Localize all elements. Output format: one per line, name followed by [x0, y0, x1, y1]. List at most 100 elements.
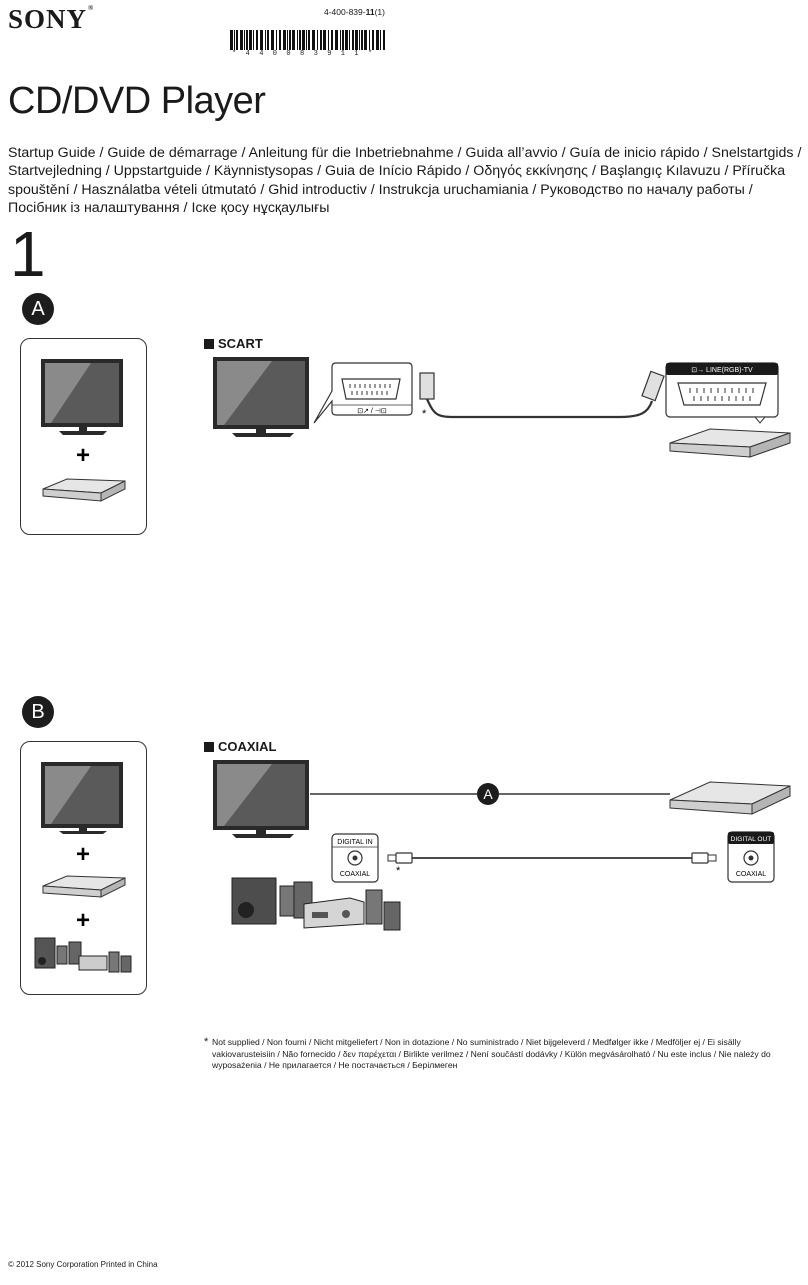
- barcode-bar: [369, 30, 370, 50]
- tv-icon: [41, 762, 123, 834]
- rca-plug-icon: [691, 852, 709, 864]
- barcode-bar: [230, 30, 233, 50]
- barcode: [230, 30, 385, 50]
- barcode-bar: [271, 30, 274, 50]
- dvd-player-icon: [669, 781, 791, 815]
- part-number-suffix: (1): [374, 7, 385, 17]
- brand-text: SONY: [8, 4, 88, 34]
- scart-socket-icon: [677, 382, 767, 406]
- barcode-text: * 4 4 0 0 8 3 9 1 1 *: [232, 50, 375, 58]
- sony-logo: SONY®: [8, 4, 94, 35]
- barcode-bar: [352, 30, 354, 50]
- barcode-bar: [328, 30, 329, 50]
- barcode-bar: [246, 30, 248, 50]
- coaxial-cable: *: [387, 852, 717, 877]
- registered-mark: ®: [88, 4, 95, 12]
- scart-connection-diagram: ⊡↗ / ⊣⊡ * ⊡→ LINE(RGB)-TV: [213, 357, 791, 458]
- barcode-bar: [372, 30, 374, 50]
- section-a-heading: SCART: [204, 336, 263, 351]
- barcode-bar: [244, 30, 245, 50]
- barcode-bar: [340, 30, 341, 50]
- not-supplied-mark: *: [396, 865, 401, 877]
- barcode-bar: [308, 30, 310, 50]
- section-b-items-illustration: + +: [34, 762, 132, 973]
- route-a-badge: [477, 783, 499, 805]
- section-a-heading-text: SCART: [218, 336, 263, 351]
- page-title: CD/DVD Player: [8, 80, 266, 122]
- square-bullet-icon: [204, 742, 214, 752]
- coaxial-connection-diagram: A DIGITAL IN COAXIAL * DIGITAL OUT COAXI…: [213, 760, 791, 931]
- barcode-bar: [349, 30, 350, 50]
- player-port-label: ⊡→ LINE(RGB)-TV: [691, 367, 753, 374]
- not-supplied-mark: *: [422, 408, 427, 420]
- rca-plug-icon: [395, 852, 413, 864]
- section-b-badge: B: [22, 696, 54, 728]
- digital-in-label: DIGITAL IN: [337, 839, 372, 846]
- barcode-bar: [320, 30, 322, 50]
- barcode-bar: [383, 30, 385, 50]
- section-a-items-illustration: +: [41, 359, 126, 502]
- barcode-bar: [289, 30, 291, 50]
- scart-cable: *: [419, 370, 665, 420]
- barcode-bar: [299, 30, 301, 50]
- barcode-bar: [297, 30, 298, 50]
- dvd-player-icon: [669, 428, 791, 458]
- digital-out-port-callout: DIGITAL OUT COAXIAL: [727, 831, 775, 883]
- barcode-bar: [355, 30, 358, 50]
- barcode-bar: [260, 30, 263, 50]
- scart-socket-icon: [341, 378, 401, 400]
- barcode-bar: [292, 30, 295, 50]
- barcode-bar: [267, 30, 269, 50]
- part-number-revision: 11: [365, 7, 375, 17]
- copyright: © 2012 Sony Corporation Printed in China: [8, 1260, 158, 1269]
- barcode-bar: [380, 30, 381, 50]
- plus-sign: +: [76, 442, 90, 469]
- scart-plug-icon: [419, 372, 435, 400]
- barcode-bar: [265, 30, 266, 50]
- barcode-bar: [279, 30, 281, 50]
- player-scart-port-callout: ⊡→ LINE(RGB)-TV: [665, 362, 779, 424]
- tv-icon: [213, 760, 309, 838]
- tv-scart-port-callout: ⊡↗ / ⊣⊡: [313, 362, 413, 424]
- footnote-text: Not supplied / Non fourni / Nicht mitgel…: [212, 1037, 771, 1070]
- barcode-bar: [287, 30, 288, 50]
- page-subtitle: Startup Guide / Guide de démarrage / Anl…: [8, 145, 802, 217]
- section-b-heading: COAXIAL: [204, 739, 277, 754]
- plus-sign: +: [76, 841, 90, 868]
- av-system-icon: [34, 937, 132, 973]
- tv-icon: [213, 357, 309, 437]
- barcode-bar: [312, 30, 315, 50]
- barcode-bar: [253, 30, 254, 50]
- dvd-player-icon: [42, 875, 126, 898]
- section-b-heading-text: COAXIAL: [218, 739, 277, 754]
- barcode-bar: [364, 30, 367, 50]
- barcode-bar: [345, 30, 348, 50]
- barcode-bar: [323, 30, 326, 50]
- digital-in-sub-label: COAXIAL: [340, 871, 370, 878]
- step-number: 1: [10, 218, 46, 290]
- barcode-bar: [361, 30, 363, 50]
- square-bullet-icon: [204, 339, 214, 349]
- digital-in-port-callout: DIGITAL IN COAXIAL: [331, 833, 379, 883]
- barcode-bar: [317, 30, 318, 50]
- section-a-items-panel: +: [20, 338, 147, 535]
- route-a-badge-text: A: [483, 786, 493, 802]
- tv-port-label: ⊡↗ / ⊣⊡: [357, 408, 387, 415]
- footnote: * Not supplied / Non fourni / Nicht mitg…: [204, 1036, 804, 1072]
- plus-sign: +: [76, 907, 90, 934]
- barcode-bar: [302, 30, 305, 50]
- digital-out-sub-label: COAXIAL: [736, 871, 766, 878]
- dvd-player-icon: [42, 478, 126, 502]
- barcode-bar: [276, 30, 277, 50]
- barcode-bar: [335, 30, 338, 50]
- barcode-bar: [249, 30, 252, 50]
- barcode-bar: [342, 30, 344, 50]
- part-number-prefix: 4-400-839-: [324, 7, 366, 17]
- scart-plug-icon: [641, 370, 665, 402]
- section-b-items-panel: + +: [20, 741, 147, 995]
- section-a-badge: A: [22, 293, 54, 325]
- barcode-bar: [306, 30, 307, 50]
- barcode-bar: [331, 30, 333, 50]
- barcode-bar: [256, 30, 258, 50]
- barcode-bar: [283, 30, 286, 50]
